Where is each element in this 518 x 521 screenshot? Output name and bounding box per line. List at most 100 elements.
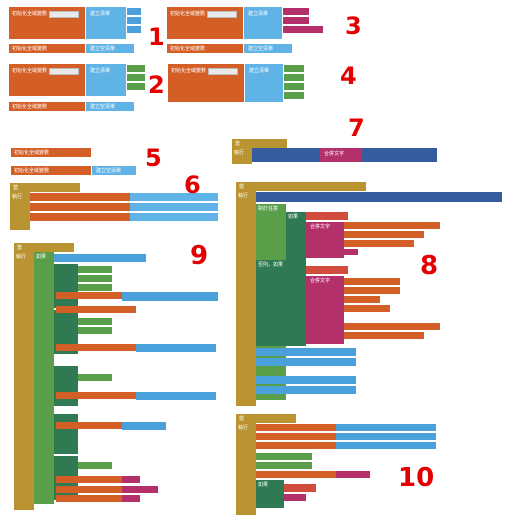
list-op-6a[interactable]	[130, 193, 218, 201]
branch-9a[interactable]	[54, 264, 78, 308]
list-op-10c[interactable]	[336, 442, 436, 449]
text-item-3a[interactable]	[283, 8, 309, 15]
logic-9g[interactable]	[78, 462, 112, 469]
text-item-3b[interactable]	[283, 17, 309, 24]
create-list-block-1[interactable]: 建立清單	[86, 7, 126, 39]
set-var-9a[interactable]	[56, 292, 122, 299]
var-name-field[interactable]	[207, 11, 237, 18]
get-var-8a[interactable]	[344, 222, 440, 229]
text-10b[interactable]	[284, 494, 306, 501]
get-var-8c[interactable]	[344, 240, 414, 247]
get-var-8b[interactable]	[344, 231, 424, 238]
set-var-9e[interactable]	[56, 422, 122, 429]
text-10a[interactable]	[336, 471, 370, 478]
compare-8a[interactable]	[306, 212, 348, 220]
create-list-block-4[interactable]: 建立清單	[245, 64, 283, 102]
create-empty-list-1[interactable]: 建立空清單	[86, 44, 134, 53]
add-items-8d[interactable]	[256, 386, 356, 394]
var-name-field[interactable]	[49, 68, 79, 75]
list-op-6b[interactable]	[130, 203, 218, 211]
var-name-field[interactable]	[49, 11, 79, 18]
create-empty-list-3[interactable]: 建立空清單	[244, 44, 292, 53]
logic-item-4c[interactable]	[284, 83, 304, 90]
text-9b[interactable]	[122, 486, 158, 493]
branch-9d[interactable]	[54, 414, 78, 454]
init-global-block-1[interactable]: 初始化全域變數	[9, 7, 85, 39]
get-var-8g[interactable]	[344, 305, 390, 312]
init-global-block-2b[interactable]: 初始化全域變數	[9, 102, 85, 111]
set-var-9b[interactable]	[56, 306, 136, 313]
compare-10[interactable]	[284, 484, 316, 492]
set-var-10a[interactable]	[256, 424, 336, 431]
compare-8b[interactable]	[306, 266, 348, 274]
get-var-8d[interactable]	[344, 278, 400, 285]
init-global-block-3b[interactable]: 初始化全域變數	[167, 44, 243, 53]
set-var-10b[interactable]	[256, 433, 336, 440]
set-var-9h[interactable]	[56, 495, 122, 502]
init-global-block-2[interactable]: 初始化全域變數	[9, 64, 85, 96]
event-block-10[interactable]: 當	[236, 414, 296, 423]
create-list-block-3[interactable]: 建立清單	[244, 7, 282, 39]
add-items-8a[interactable]	[256, 348, 356, 356]
logic-item-4d[interactable]	[284, 92, 304, 99]
list-op-10a[interactable]	[336, 424, 436, 431]
event-block-6[interactable]: 當	[10, 183, 80, 192]
list-op-9b[interactable]	[136, 344, 216, 352]
math-block-8[interactable]	[256, 192, 502, 202]
list-op-6c[interactable]	[130, 213, 218, 221]
logic-item-2a[interactable]	[127, 65, 145, 72]
logic-10b[interactable]	[256, 462, 312, 469]
join-block-8a[interactable]: 合併文字	[306, 222, 344, 258]
logic-9b[interactable]	[78, 275, 112, 282]
if-block-9[interactable]: 如果	[34, 252, 54, 504]
event-body-9[interactable]: 執行	[14, 252, 34, 510]
text-9a[interactable]	[122, 476, 140, 483]
list-item-3[interactable]	[127, 26, 141, 33]
logic-9e[interactable]	[78, 327, 112, 334]
set-var-9g[interactable]	[56, 486, 122, 493]
event-body-8[interactable]: 執行	[236, 191, 256, 406]
add-items-8c[interactable]	[256, 376, 356, 384]
join-block-7[interactable]: 合併文字	[320, 148, 362, 162]
set-var-10d[interactable]	[256, 471, 336, 478]
event-body-6[interactable]: 執行	[10, 192, 30, 230]
create-empty-list-5[interactable]: 建立空清單	[92, 166, 136, 175]
set-var-9f[interactable]	[56, 476, 122, 483]
if-block-10[interactable]: 如果	[256, 480, 284, 508]
add-items-8b[interactable]	[256, 358, 356, 366]
set-var-6a[interactable]	[30, 193, 130, 201]
if-block-8a[interactable]: 如果	[286, 212, 306, 260]
init-global-block-1b[interactable]: 初始化全域變數	[9, 44, 85, 53]
event-body-7[interactable]: 執行	[232, 148, 252, 164]
logic-9c[interactable]	[78, 284, 112, 291]
get-var-8i[interactable]	[344, 332, 424, 339]
event-block-7[interactable]: 當	[232, 139, 287, 148]
create-empty-list-2[interactable]: 建立空清單	[86, 102, 134, 111]
list-op-10b[interactable]	[336, 433, 436, 440]
logic-item-4b[interactable]	[284, 74, 304, 81]
event-body-10[interactable]: 執行	[236, 423, 256, 515]
init-global-block-3[interactable]: 初始化全域變數	[167, 7, 243, 39]
join-block-8b[interactable]: 合併文字	[306, 276, 344, 344]
var-name-field[interactable]	[208, 68, 238, 75]
set-var-9d[interactable]	[56, 392, 136, 399]
set-var-6b[interactable]	[30, 203, 130, 211]
init-global-block-5b[interactable]: 初始化全域變數	[11, 166, 91, 175]
logic-item-2b[interactable]	[127, 74, 145, 81]
compare-9[interactable]	[54, 254, 146, 262]
branch-9c[interactable]	[54, 366, 78, 406]
logic-9a[interactable]	[78, 266, 112, 273]
list-op-9a[interactable]	[122, 292, 218, 301]
logic-9f[interactable]	[78, 374, 112, 381]
if-block-8b[interactable]: 否則，如果	[256, 260, 306, 346]
event-block-8[interactable]: 當	[236, 182, 366, 191]
set-var-6c[interactable]	[30, 213, 130, 221]
event-block-9[interactable]: 當	[14, 243, 74, 252]
set-var-9c[interactable]	[56, 344, 136, 351]
logic-item-4a[interactable]	[284, 65, 304, 72]
create-list-block-2[interactable]: 建立清單	[86, 64, 126, 96]
get-var-8e[interactable]	[344, 287, 400, 294]
init-global-block-4[interactable]: 初始化全域變數	[168, 64, 244, 102]
list-op-9c[interactable]	[136, 392, 216, 400]
text-9c[interactable]	[122, 495, 140, 502]
